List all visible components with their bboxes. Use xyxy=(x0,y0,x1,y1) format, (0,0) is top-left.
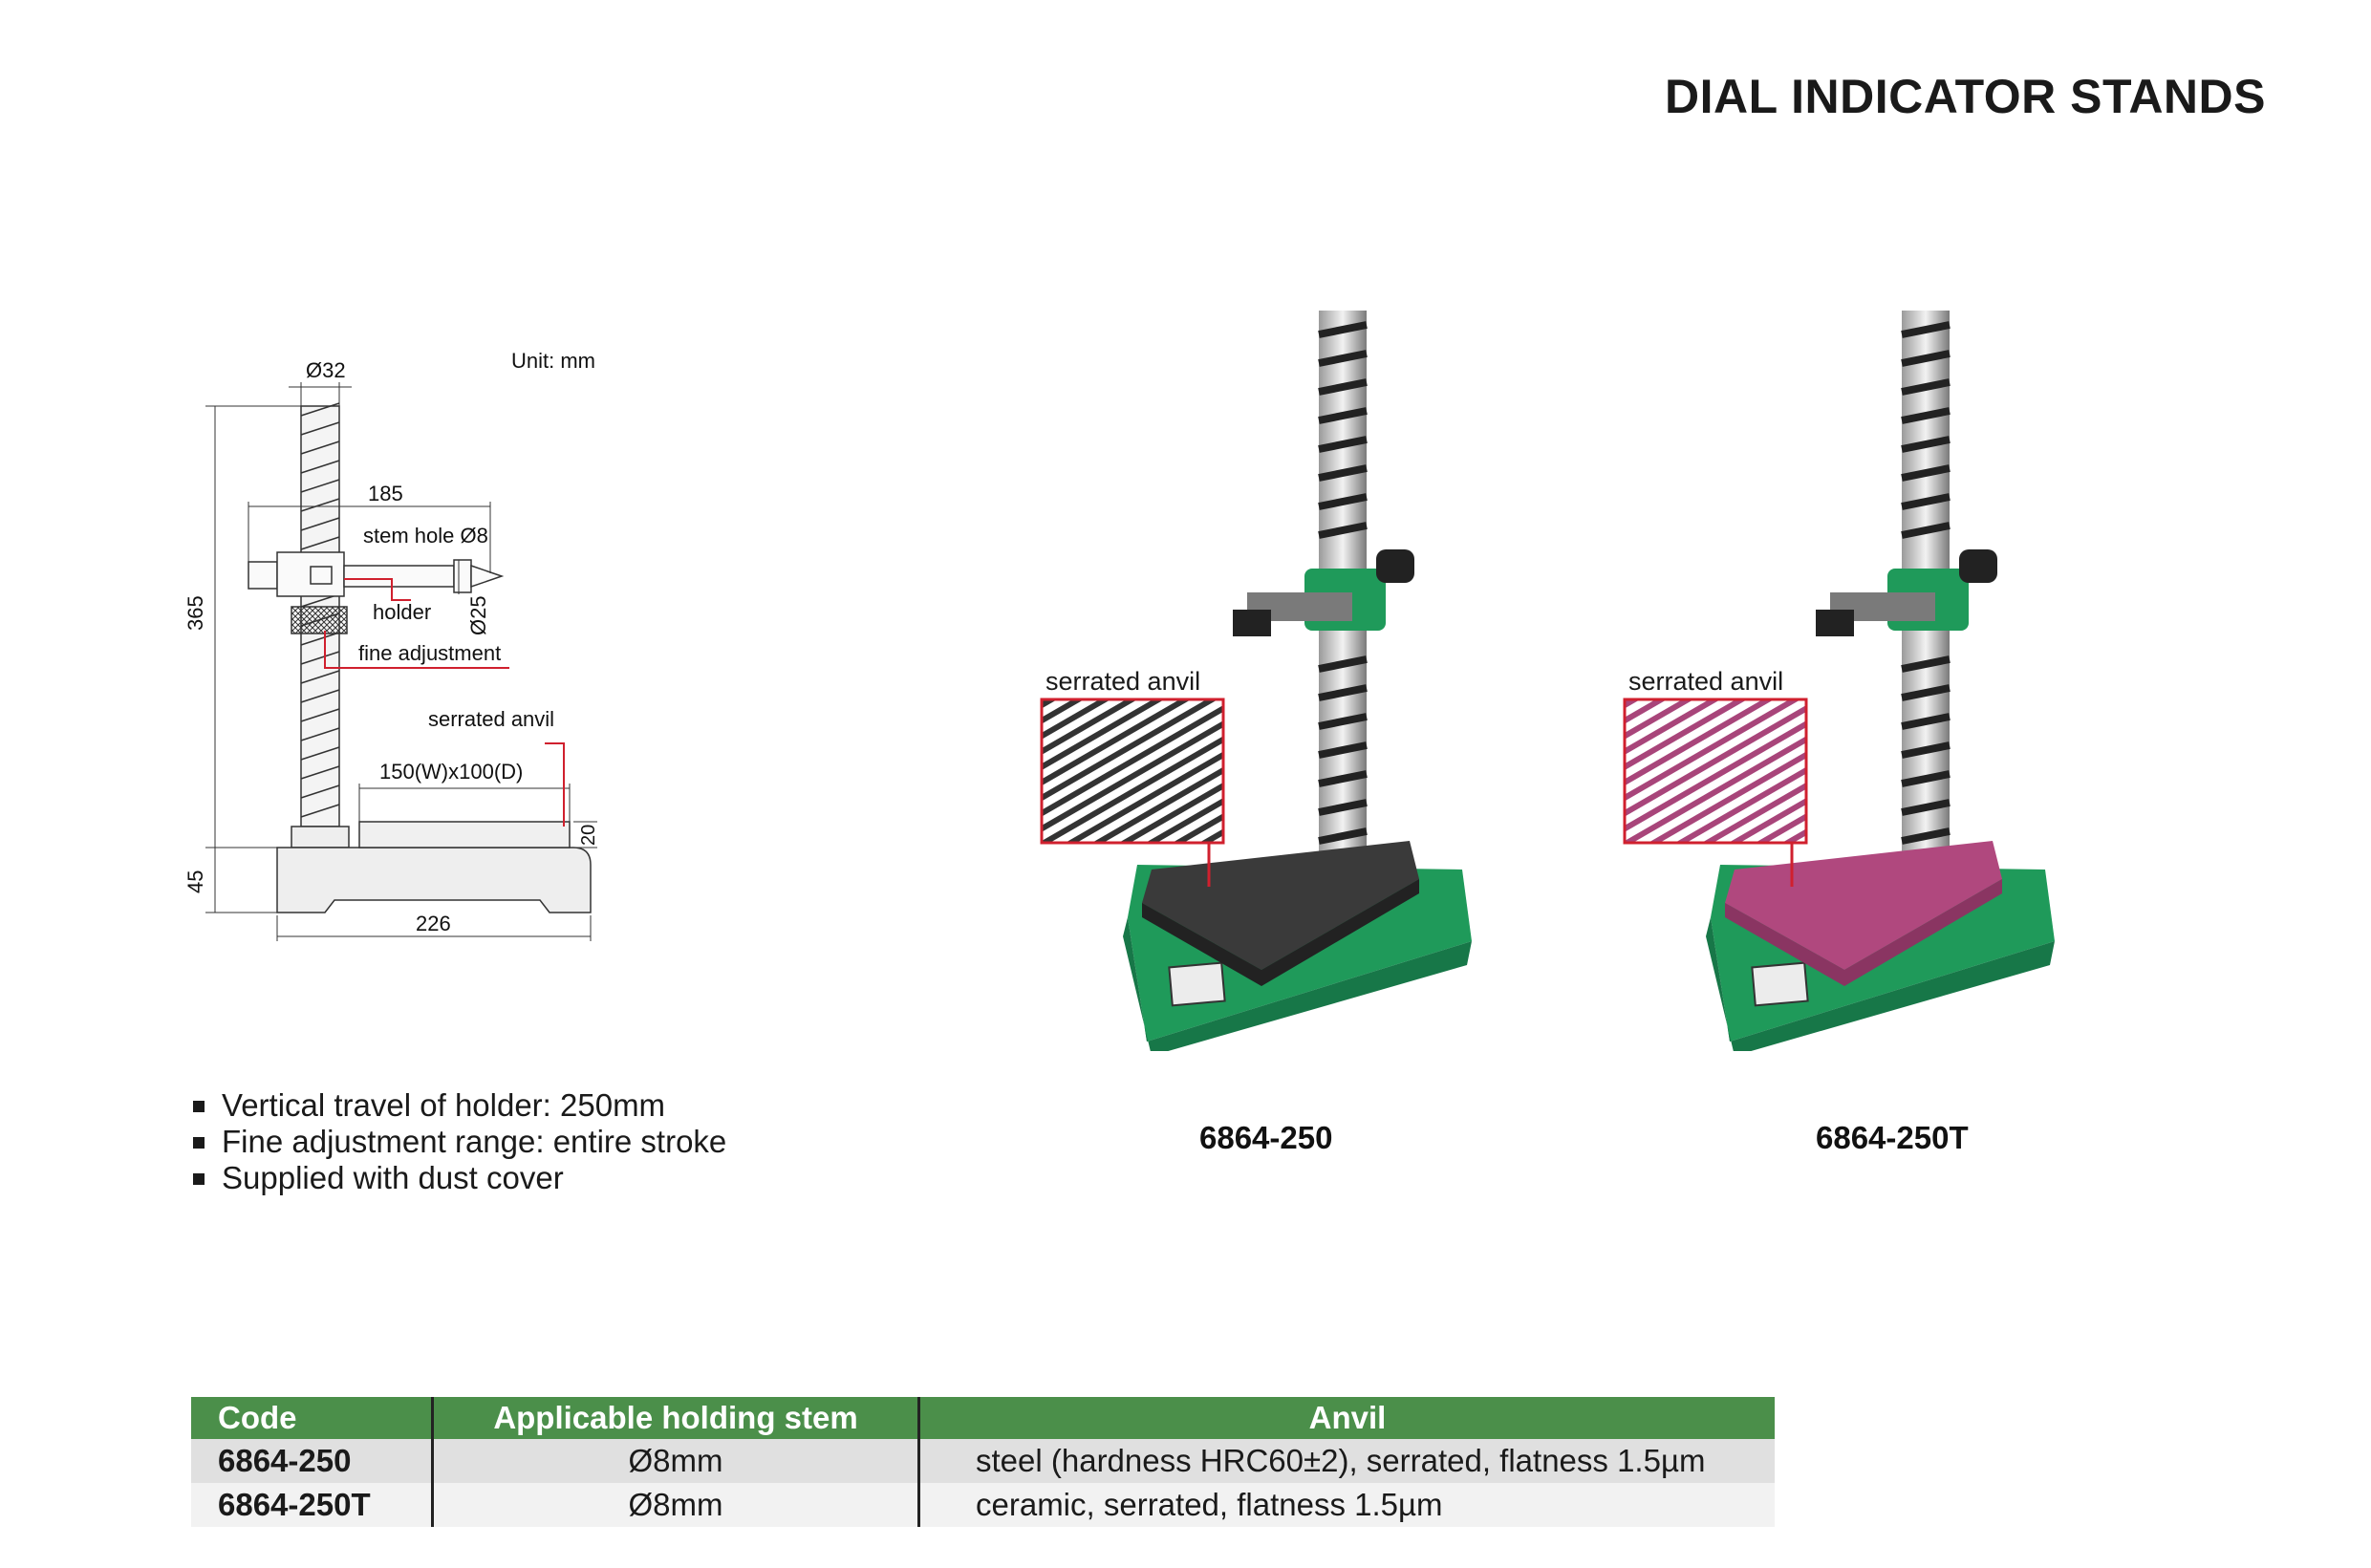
cell-anvil: steel (hardness HRC60±2), serrated, flat… xyxy=(917,1439,1775,1483)
page-title: DIAL INDICATOR STANDS xyxy=(1664,70,2266,123)
product-photo-ceramic: serrated anvil xyxy=(1615,306,2093,1056)
label-serrated-anvil: serrated anvil xyxy=(428,707,554,731)
dim-arm-length: 185 xyxy=(368,482,403,505)
dim-column-dia: Ø32 xyxy=(306,358,346,382)
table-row: 6864-250 Ø8mm steel (hardness HRC60±2), … xyxy=(191,1439,1775,1483)
label-stem-hole: stem hole Ø8 xyxy=(363,524,488,548)
label-fine-adjustment: fine adjustment xyxy=(358,641,501,665)
table-row: 6864-250T Ø8mm ceramic, serrated, flatne… xyxy=(191,1483,1775,1527)
dim-base-width: 226 xyxy=(416,912,451,935)
label-anvil-size: 150(W)x100(D) xyxy=(379,760,523,784)
feature-list: Vertical travel of holder: 250mm Fine ad… xyxy=(189,1087,726,1196)
column-header-code: Code xyxy=(191,1397,433,1439)
cell-code: 6864-250T xyxy=(191,1483,433,1527)
anvil-plate xyxy=(358,821,571,848)
dimension-drawing: Unit: mm xyxy=(183,349,599,941)
dim-height: 365 xyxy=(183,595,207,631)
cell-stem: Ø8mm xyxy=(431,1483,919,1527)
feature-item: Fine adjustment range: entire stroke xyxy=(189,1124,726,1160)
holder-arm xyxy=(248,551,505,597)
feature-item: Vertical travel of holder: 250mm xyxy=(189,1087,726,1124)
dim-holder-dia: Ø25 xyxy=(466,595,490,635)
dim-anvil-thickness: 20 xyxy=(578,825,599,846)
callout-serrated-anvil: serrated anvil xyxy=(1628,667,1784,696)
product-photo-steel: serrated anvil xyxy=(1032,306,1510,1056)
base xyxy=(276,826,592,913)
fine-adjustment-knob xyxy=(291,606,348,634)
label-holder: holder xyxy=(373,600,431,624)
unit-label: Unit: mm xyxy=(511,349,595,373)
column-header-anvil: Anvil xyxy=(917,1397,1775,1439)
spec-table: Code Applicable holding stem Anvil 6864-… xyxy=(191,1397,1775,1527)
product-code-caption: 6864-250T xyxy=(1816,1120,1969,1155)
cell-code: 6864-250 xyxy=(191,1439,433,1483)
column-header-stem: Applicable holding stem xyxy=(431,1397,919,1439)
callout-serrated-anvil: serrated anvil xyxy=(1045,667,1201,696)
product-code-caption: 6864-250 xyxy=(1199,1120,1333,1155)
cell-anvil: ceramic, serrated, flatness 1.5µm xyxy=(917,1483,1775,1527)
feature-item: Supplied with dust cover xyxy=(189,1160,726,1196)
cell-stem: Ø8mm xyxy=(431,1439,919,1483)
table-header-row: Code Applicable holding stem Anvil xyxy=(191,1397,1775,1439)
dim-base-height: 45 xyxy=(183,870,207,893)
